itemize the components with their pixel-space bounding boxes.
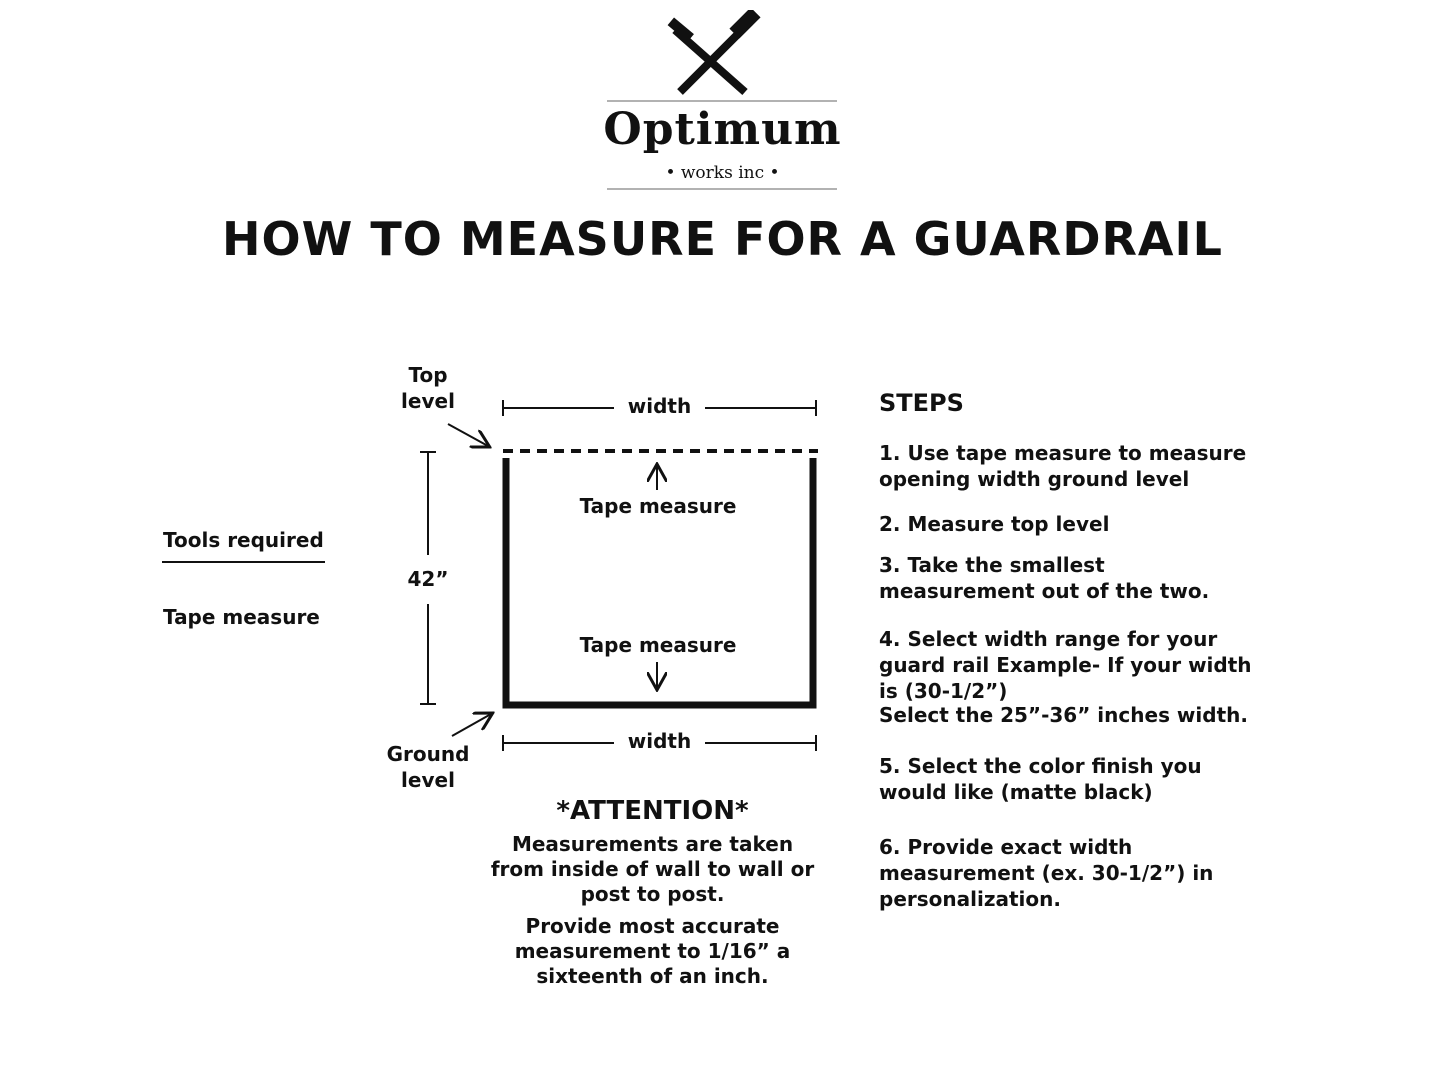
ground-level-pointer-arrow <box>451 714 491 737</box>
step-1: 1. Use tape measure to measure opening w… <box>879 441 1247 491</box>
height-dimension <box>420 451 436 705</box>
page-title: HOW TO MEASURE FOR A GUARDRAIL <box>222 212 1223 266</box>
height-label: 42” <box>407 567 449 591</box>
tape-top-label: Tape measure <box>579 494 737 518</box>
steps-heading: STEPS <box>879 389 964 417</box>
logo-graphic <box>607 10 837 190</box>
attention-paragraph-1: Measurements are taken from inside of wa… <box>490 832 815 906</box>
ground-level-label: Ground level <box>386 742 470 792</box>
top-level-label: Top level <box>401 363 455 413</box>
crossed-tools-icon <box>667 10 761 95</box>
logo-subtitle: • works inc • <box>665 163 780 183</box>
step-2: 2. Measure top level <box>879 512 1110 536</box>
attention-paragraph-2: Provide most accurate measurement to 1/1… <box>514 914 791 988</box>
step-3: 3. Take the smallest measurement out of … <box>879 553 1210 603</box>
tools-divider <box>162 561 325 563</box>
opening-outline <box>502 458 817 709</box>
step-4-selection: Select the 25”-36” inches width. <box>879 703 1248 727</box>
step-6: 6. Provide exact width measurement (ex. … <box>879 835 1214 911</box>
bottom-width-label: width <box>627 729 692 753</box>
top-level-pointer-arrow <box>447 423 488 446</box>
bottom-width-dimension <box>502 735 817 751</box>
top-width-label: width <box>627 394 692 418</box>
tools-item: Tape measure <box>163 605 320 629</box>
tools-heading: Tools required <box>163 528 324 552</box>
attention-heading: *ATTENTION* <box>556 796 749 826</box>
step-5: 5. Select the color finish you would lik… <box>879 754 1202 804</box>
tape-bottom-label: Tape measure <box>579 633 737 657</box>
step-4: 4. Select width range for your guard rai… <box>879 627 1252 703</box>
logo-name: Optimum <box>603 104 842 155</box>
top-width-dimension <box>502 400 817 416</box>
